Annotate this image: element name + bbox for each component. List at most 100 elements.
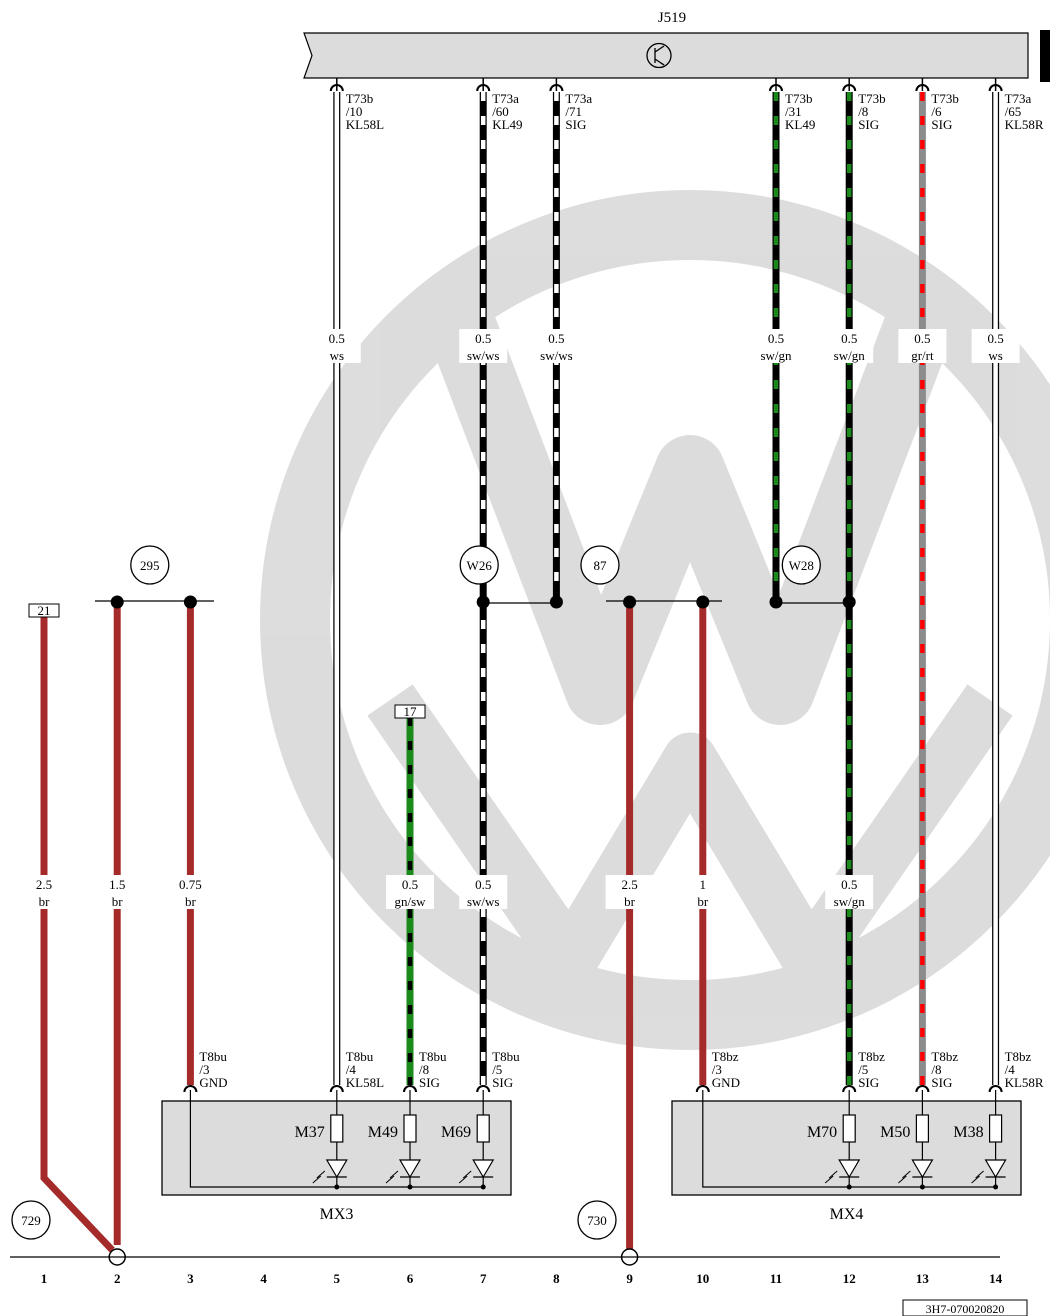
wire-label-upper: 0.5 ws (971, 329, 1020, 363)
junction-dot (769, 595, 783, 609)
column-number: 1 (41, 1271, 48, 1286)
wires-layer (40, 92, 1000, 1257)
wire-label-lower: 0.5sw/gn (825, 875, 874, 909)
wire-label-lower: 2.5br (605, 875, 654, 909)
wire-label-upper: 0.5sw/ws (459, 329, 508, 363)
module-MX3: MX3 M37 M49 M69 (161, 1090, 512, 1223)
svg-text:295: 295 (140, 558, 160, 573)
svg-text:sw/gn: sw/gn (834, 348, 866, 363)
svg-text:0.5: 0.5 (329, 331, 345, 346)
splice-W28: W28 (781, 545, 821, 585)
junction-dot (696, 595, 710, 609)
junction-dot (842, 595, 856, 609)
wire-label-lower: 1br (678, 875, 727, 909)
svg-text:sw/gn: sw/gn (760, 348, 792, 363)
svg-text:sw/ws: sw/ws (467, 348, 500, 363)
svg-text:br: br (697, 894, 709, 909)
component-label: M37 (295, 1124, 325, 1141)
svg-text:br: br (39, 894, 51, 909)
component-label: M70 (807, 1124, 837, 1141)
column-number: 11 (770, 1271, 782, 1286)
svg-text:sw/ws: sw/ws (540, 348, 573, 363)
wire-label-upper: 0.5 sw/gn (825, 329, 874, 363)
module-label: MX3 (320, 1206, 354, 1223)
svg-text:87: 87 (593, 558, 607, 573)
component-M70: M70 (807, 1090, 861, 1190)
splice-295: 295 (130, 545, 170, 585)
svg-text:ws: ws (988, 348, 1002, 363)
wire-label-upper: 0.5sw/ws (532, 329, 581, 363)
splice-87: 87 (580, 545, 620, 585)
ref-box-21: 21 (28, 603, 60, 618)
svg-text:0.5: 0.5 (402, 877, 418, 892)
svg-text:0.5: 0.5 (841, 877, 857, 892)
column-number: 4 (260, 1271, 267, 1286)
wire-label-upper: 0.5gr/rt (898, 329, 947, 363)
wire-label-upper: 0.5 sw/gn (752, 329, 800, 363)
svg-text:17: 17 (404, 704, 418, 719)
column-number: 6 (407, 1271, 414, 1286)
svg-text:21: 21 (38, 603, 51, 618)
junction-dot (623, 595, 637, 609)
component-M38: M38 (953, 1090, 1007, 1190)
component-label: M50 (880, 1124, 910, 1141)
svg-text:W28: W28 (789, 558, 814, 573)
ground-ref-729: 729 (11, 1200, 51, 1240)
column-number: 10 (696, 1271, 709, 1286)
svg-text:sw/ws: sw/ws (467, 894, 500, 909)
svg-text:0.5: 0.5 (768, 331, 784, 346)
component-M49: M49 (368, 1090, 422, 1190)
column-number: 8 (553, 1271, 560, 1286)
svg-text:br: br (185, 894, 197, 909)
junction-dot (110, 595, 124, 609)
svg-text:730: 730 (587, 1213, 607, 1228)
component-M37: M37 (295, 1090, 348, 1190)
junction-dot (476, 595, 490, 609)
component-M69: M69 (441, 1090, 495, 1190)
svg-text:0.5: 0.5 (914, 331, 930, 346)
svg-text:0.5: 0.5 (841, 331, 857, 346)
svg-text:br: br (112, 894, 124, 909)
svg-text:br: br (624, 894, 636, 909)
footer-code-box: 3H7-070020820 (902, 1299, 1028, 1316)
svg-text:ws: ws (330, 348, 344, 363)
wire-label-lower: 0.5sw/ws (459, 875, 508, 909)
junction-dot (549, 595, 563, 609)
wire-col-1 (40, 617, 115, 1253)
module-label: MX4 (830, 1206, 864, 1223)
column-number: 3 (187, 1271, 194, 1286)
svg-text:2.5: 2.5 (36, 877, 52, 892)
control-unit-j519: J519 (303, 10, 1050, 82)
transistor-symbol-icon (646, 42, 672, 69)
svg-text:0.5: 0.5 (987, 331, 1003, 346)
component-label: M49 (368, 1124, 398, 1141)
column-number: 9 (626, 1271, 633, 1286)
